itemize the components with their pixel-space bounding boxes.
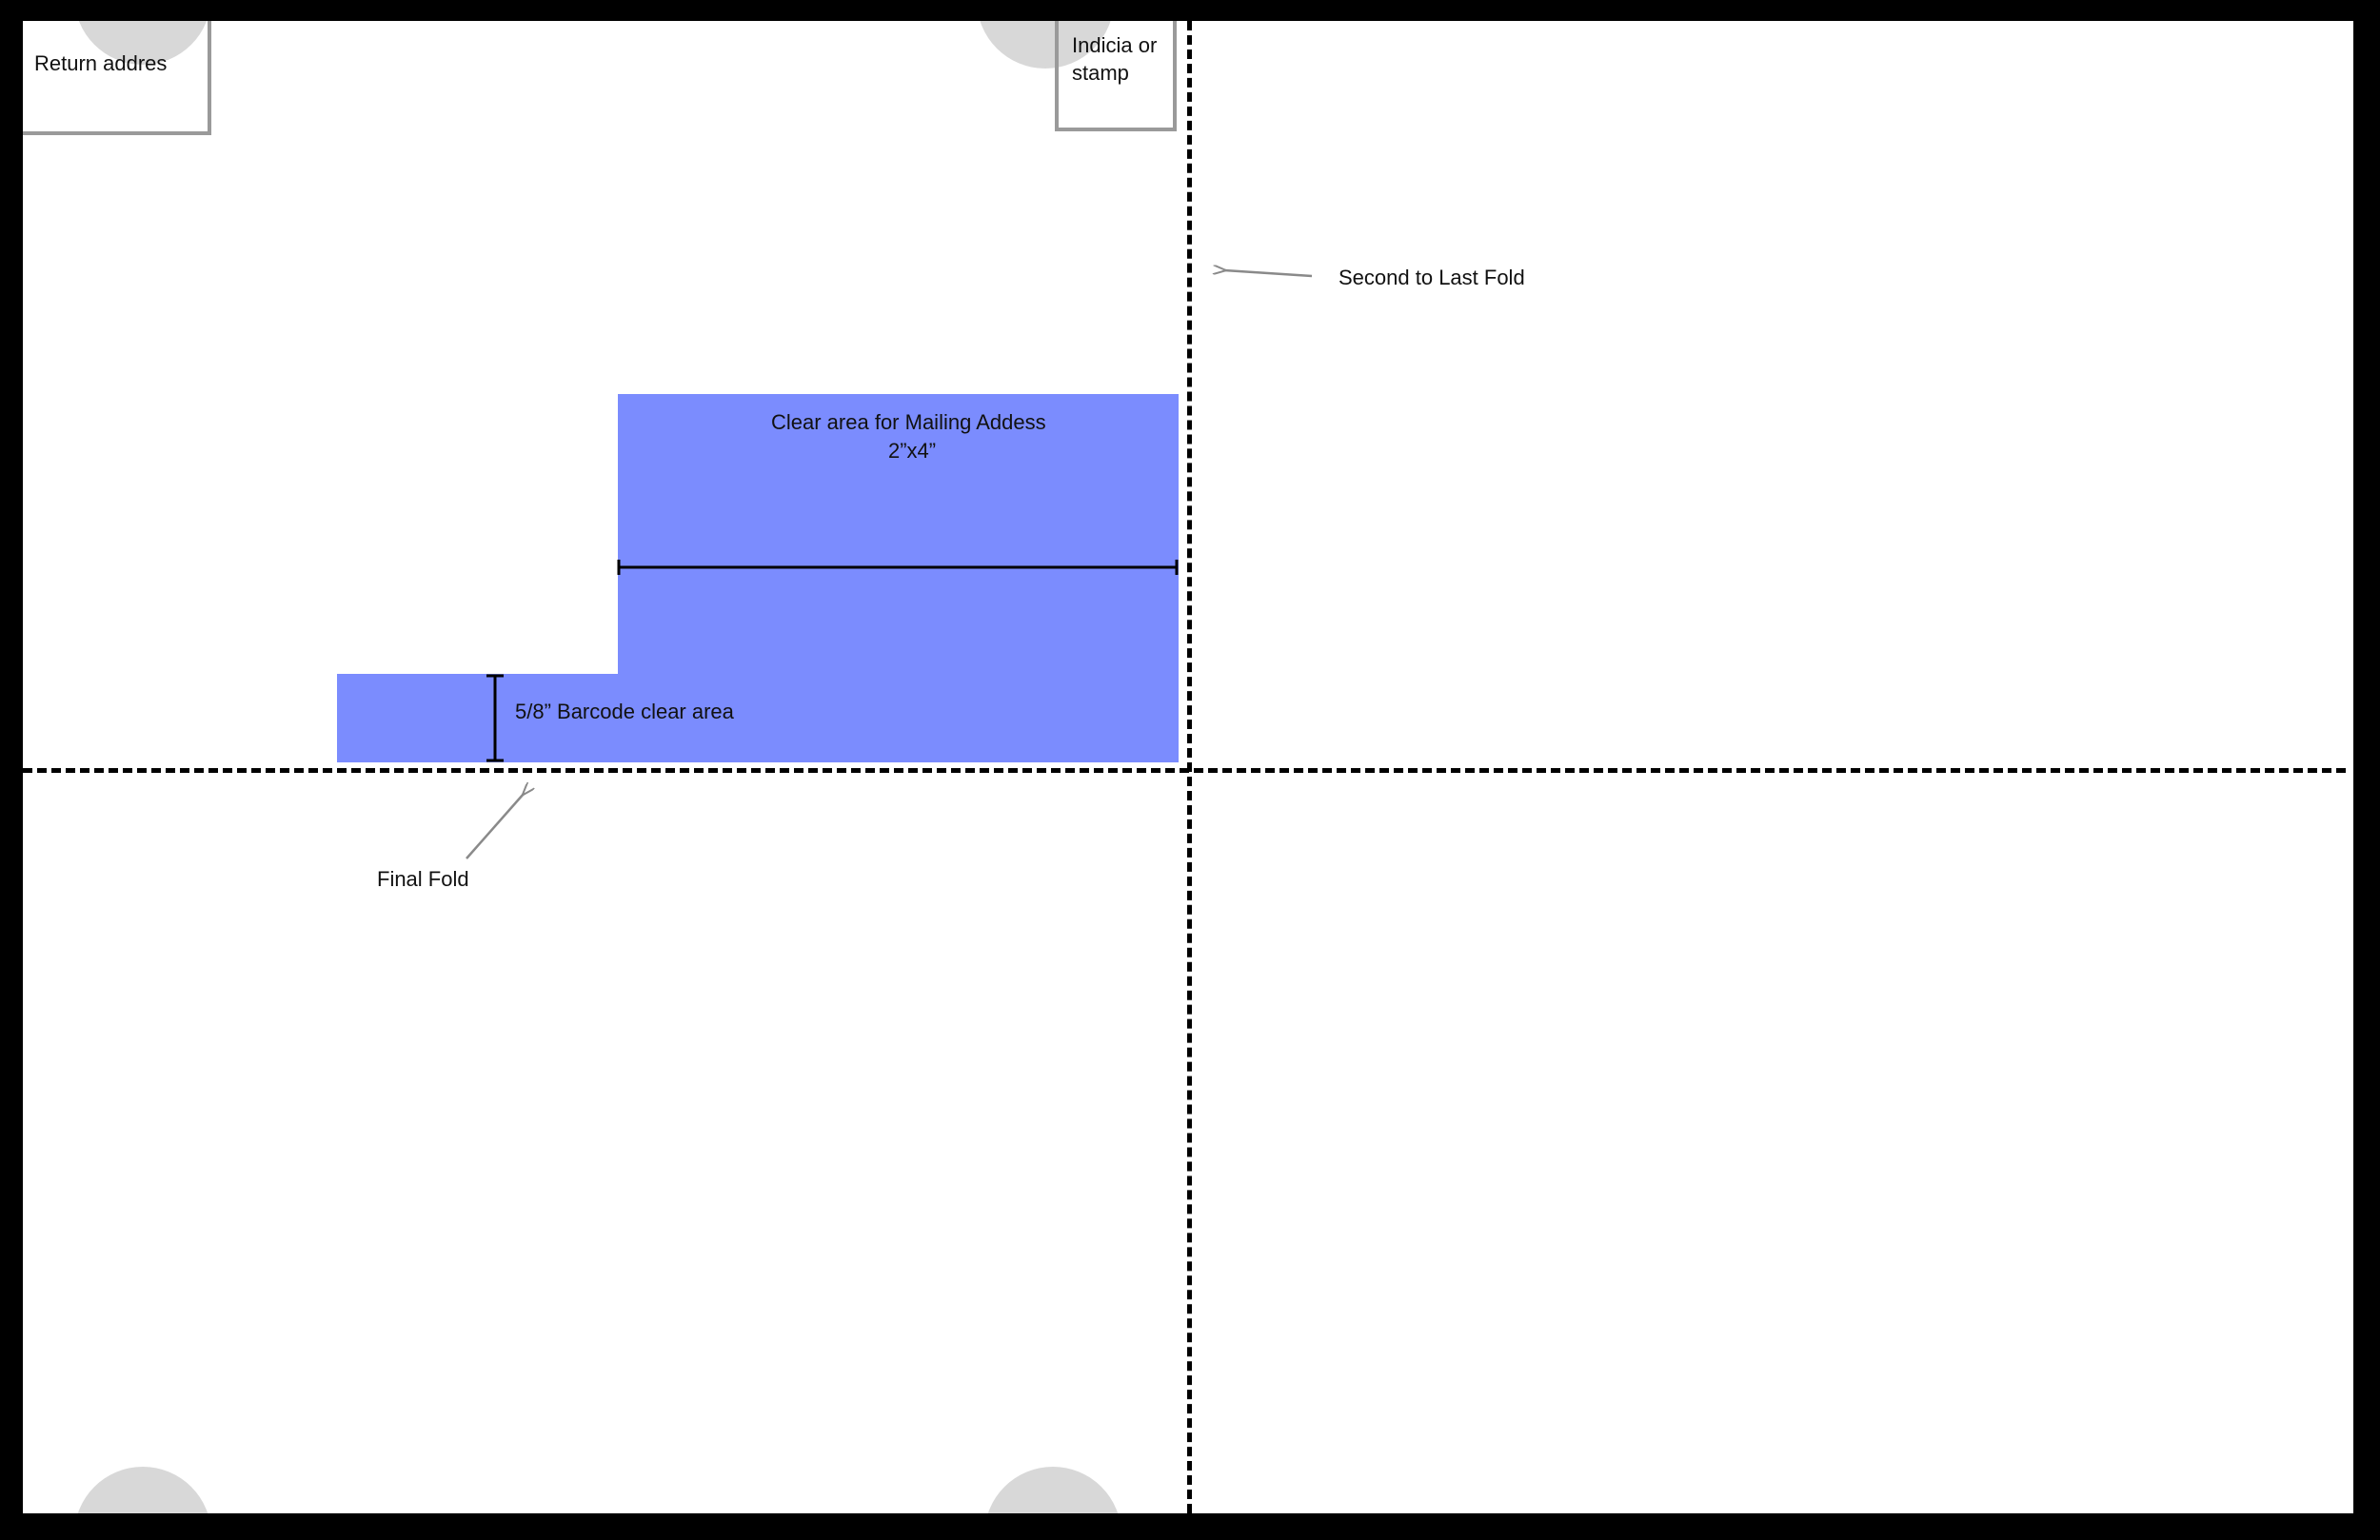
- second-to-last-fold-line: [1187, 21, 1192, 1513]
- barcode-clear-area: [337, 674, 1179, 762]
- mailer-sheet: Return addres Indicia or stamp Clear are…: [23, 21, 2353, 1513]
- mailing-address-clear-area: [618, 394, 1179, 675]
- annotation-overlay: [466, 21, 1313, 859]
- barcode-height-dimension-line: [486, 674, 504, 762]
- final-fold-line: [23, 768, 2346, 773]
- width-dimension-line: [617, 560, 1179, 575]
- final-fold-arrow: [466, 794, 524, 859]
- mailing-area-label-line2: 2”x4”: [888, 439, 937, 463]
- indicia-stamp-label-line2: stamp: [1072, 61, 1129, 85]
- indicia-stamp-box: [1055, 21, 1177, 131]
- barcode-area-label: 5/8” Barcode clear area: [515, 700, 734, 723]
- return-address-box: [23, 21, 211, 135]
- indicia-stamp-label-line1: Indicia or: [1072, 33, 1158, 57]
- return-address-label: Return addres: [34, 51, 168, 75]
- mailing-area-label-line1: Clear area for Mailing Addess: [771, 410, 1046, 434]
- second-to-last-fold-arrow: [1224, 270, 1313, 278]
- final-fold-label: Final Fold: [377, 867, 469, 891]
- second-to-last-fold-label: Second to Last Fold: [1339, 266, 1525, 289]
